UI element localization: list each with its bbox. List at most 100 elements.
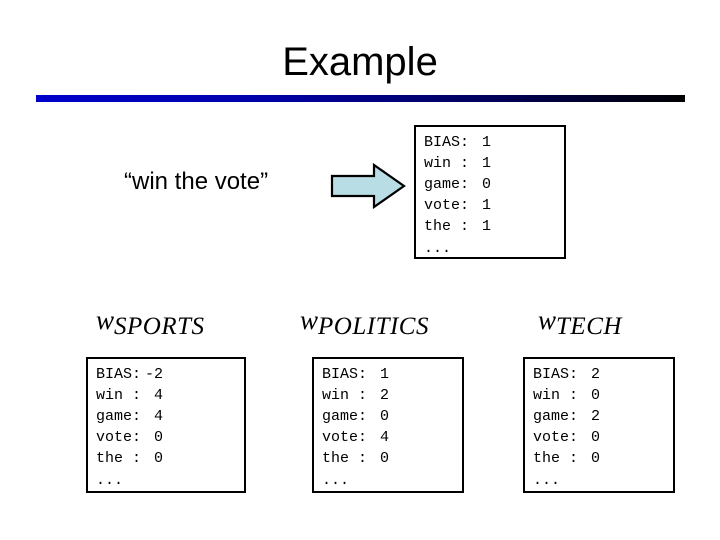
colon-separator: : <box>132 450 142 467</box>
colon-separator: : <box>358 387 368 404</box>
colon-separator: : <box>569 408 579 425</box>
colon-separator: : <box>460 134 470 151</box>
table-row: game : 4 <box>96 406 163 427</box>
weight-vector-table-tech: BIAS : 2 win : 0 game : 2 vote : 0 the : <box>533 364 600 491</box>
weight-vector-box-tech: BIAS : 2 win : 0 game : 2 vote : 0 the : <box>523 357 675 493</box>
table-row: BIAS : 1 <box>322 364 389 385</box>
feature-value: 1 <box>482 197 492 214</box>
colon-separator: : <box>569 450 579 467</box>
weight-vector-table-politics: BIAS : 1 win : 2 game : 0 vote : 4 the : <box>322 364 389 491</box>
feature-key: the <box>322 450 350 467</box>
colon-separator: : <box>358 429 368 446</box>
table-row: win : 1 <box>424 153 491 174</box>
colon-separator: : <box>569 387 579 404</box>
feature-value: 0 <box>482 176 492 193</box>
colon-separator: : <box>460 176 470 193</box>
colon-separator: : <box>460 218 470 235</box>
table-row: the : 0 <box>533 448 600 469</box>
weight-vector-label-sports: wSPORTS <box>96 305 205 340</box>
table-row: game : 2 <box>533 406 600 427</box>
weight-symbol: w <box>96 305 115 335</box>
weight-value: 4 <box>380 429 390 446</box>
spacer <box>358 469 367 491</box>
weight-value: 4 <box>154 387 164 404</box>
colon-separator: : <box>132 366 142 383</box>
feature-key: game <box>322 408 359 425</box>
table-row: vote : 0 <box>533 427 600 448</box>
spacer <box>460 237 469 259</box>
weight-value: 0 <box>154 429 164 446</box>
weight-value: 0 <box>591 387 601 404</box>
weight-vector-table-sports: BIAS : -2 win : 4 game : 4 vote : 0 the <box>96 364 163 491</box>
spacer <box>578 469 600 491</box>
table-row: game : 0 <box>424 174 491 195</box>
right-arrow-icon <box>330 163 406 209</box>
spacer <box>132 469 141 491</box>
table-row: the : 0 <box>96 448 163 469</box>
feature-key: win <box>96 387 124 404</box>
ellipsis: ... <box>533 472 561 489</box>
weight-subscript: POLITICS <box>318 313 429 340</box>
ellipsis: ... <box>322 472 350 489</box>
table-row: win : 0 <box>533 385 600 406</box>
table-row: vote : 1 <box>424 195 491 216</box>
feature-key: BIAS <box>533 366 570 383</box>
weight-vector-label-politics: wPOLITICS <box>300 305 429 340</box>
feature-key: game <box>533 408 570 425</box>
weight-symbol: w <box>300 305 319 335</box>
weight-value: 4 <box>154 408 164 425</box>
spacer <box>469 237 491 259</box>
weight-vector-box-sports: BIAS : -2 win : 4 game : 4 vote : 0 the <box>86 357 246 493</box>
title-underline-rule <box>36 95 685 102</box>
feature-key: the <box>96 450 124 467</box>
table-row: vote : 0 <box>96 427 163 448</box>
weight-value: 2 <box>591 408 601 425</box>
feature-key: BIAS <box>322 366 359 383</box>
weight-subscript: TECH <box>556 313 622 340</box>
feature-key: the <box>533 450 561 467</box>
weight-value: -2 <box>145 366 164 383</box>
weight-value: 1 <box>380 366 390 383</box>
feature-key: win <box>533 387 561 404</box>
table-row-ellipsis: ... <box>424 237 491 259</box>
weight-value: 0 <box>380 408 390 425</box>
feature-value: 1 <box>482 155 492 172</box>
spacer <box>141 469 163 491</box>
table-row: BIAS : -2 <box>96 364 163 385</box>
table-row: the : 1 <box>424 216 491 237</box>
table-row-ellipsis: ... <box>96 469 163 491</box>
feature-key: game <box>96 408 133 425</box>
input-feature-vector-box: BIAS : 1 win : 1 game : 0 vote : 1 the : <box>414 125 566 259</box>
ellipsis: ... <box>424 240 452 257</box>
colon-separator: : <box>460 155 470 172</box>
feature-key: BIAS <box>424 134 461 151</box>
feature-key: vote <box>533 429 570 446</box>
colon-separator: : <box>358 450 368 467</box>
table-row-ellipsis: ... <box>322 469 389 491</box>
weight-value: 0 <box>380 450 390 467</box>
colon-separator: : <box>460 197 470 214</box>
weight-subscript: SPORTS <box>114 313 205 340</box>
spacer <box>367 469 389 491</box>
weight-value: 2 <box>380 387 390 404</box>
page-title: Example <box>282 40 438 84</box>
table-row-ellipsis: ... <box>533 469 600 491</box>
colon-separator: : <box>569 429 579 446</box>
feature-key: vote <box>424 197 461 214</box>
input-phrase: “win the vote” <box>124 168 269 195</box>
table-row: game : 0 <box>322 406 389 427</box>
colon-separator: : <box>569 366 579 383</box>
spacer <box>569 469 578 491</box>
weight-value: 0 <box>591 429 601 446</box>
ellipsis: ... <box>96 472 124 489</box>
table-row: vote : 4 <box>322 427 389 448</box>
colon-separator: : <box>132 429 142 446</box>
table-row: BIAS : 1 <box>424 132 491 153</box>
feature-value: 1 <box>482 218 492 235</box>
feature-key: BIAS <box>96 366 133 383</box>
weight-value: 0 <box>154 450 164 467</box>
feature-value: 1 <box>482 134 492 151</box>
weight-symbol: w <box>538 305 557 335</box>
colon-separator: : <box>132 408 142 425</box>
feature-key: win <box>322 387 350 404</box>
